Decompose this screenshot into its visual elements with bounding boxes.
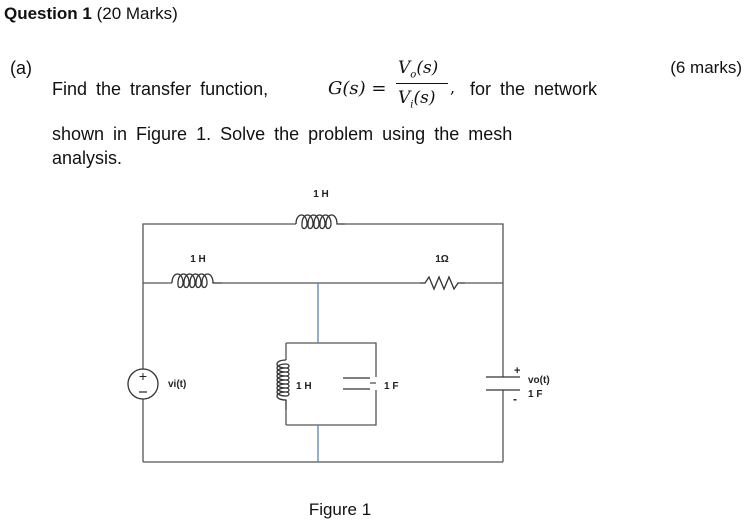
part-label: (a) [10, 58, 32, 78]
formula-numerator: Vo(s) [398, 58, 439, 81]
fraction-bar [396, 83, 448, 84]
transfer-function-formula: G(s) = Vo(s) Vi(s) , [328, 56, 468, 120]
question-text-end: for the network [470, 79, 598, 99]
output-cap-label: 1 F [528, 389, 542, 400]
center-inductor-symbol [276, 359, 290, 410]
part-marks: (6 marks) [670, 58, 742, 77]
question-title: Question 1 (20 Marks) [4, 4, 178, 24]
question-text-line3: analysis. [52, 148, 123, 168]
resistor-label: 1Ω [435, 254, 449, 265]
question-number: Question 1 [4, 4, 92, 23]
figure-caption: Figure 1 [308, 500, 372, 519]
question-text-line2: shown in Figure 1. Solve the problem usi… [52, 124, 513, 144]
left-inductor-label: 1 H [190, 254, 206, 265]
top-inductor-symbol [295, 214, 345, 230]
source-label: vi(t) [168, 379, 186, 390]
formula-comma: , [450, 78, 456, 97]
wires [142, 223, 504, 463]
question-text-start: Find the transfer function, [52, 79, 269, 99]
source-plus: + [139, 368, 147, 384]
question-marks: (20 Marks) [96, 4, 178, 23]
formula-lhs: G(s) = [328, 78, 387, 99]
top-inductor-label: 1 H [313, 189, 329, 200]
output-plus: + [514, 365, 520, 377]
left-inductor-symbol [171, 273, 222, 289]
voltage-source-symbol [127, 368, 159, 400]
formula-denominator: Vi(s) [398, 88, 436, 111]
resistor-symbol [420, 275, 465, 291]
center-capacitor-label: 1 F [384, 381, 398, 392]
output-minus: - [513, 392, 517, 406]
center-inductor-label: 1 H [296, 381, 312, 392]
output-label: vo(t) [528, 375, 550, 386]
